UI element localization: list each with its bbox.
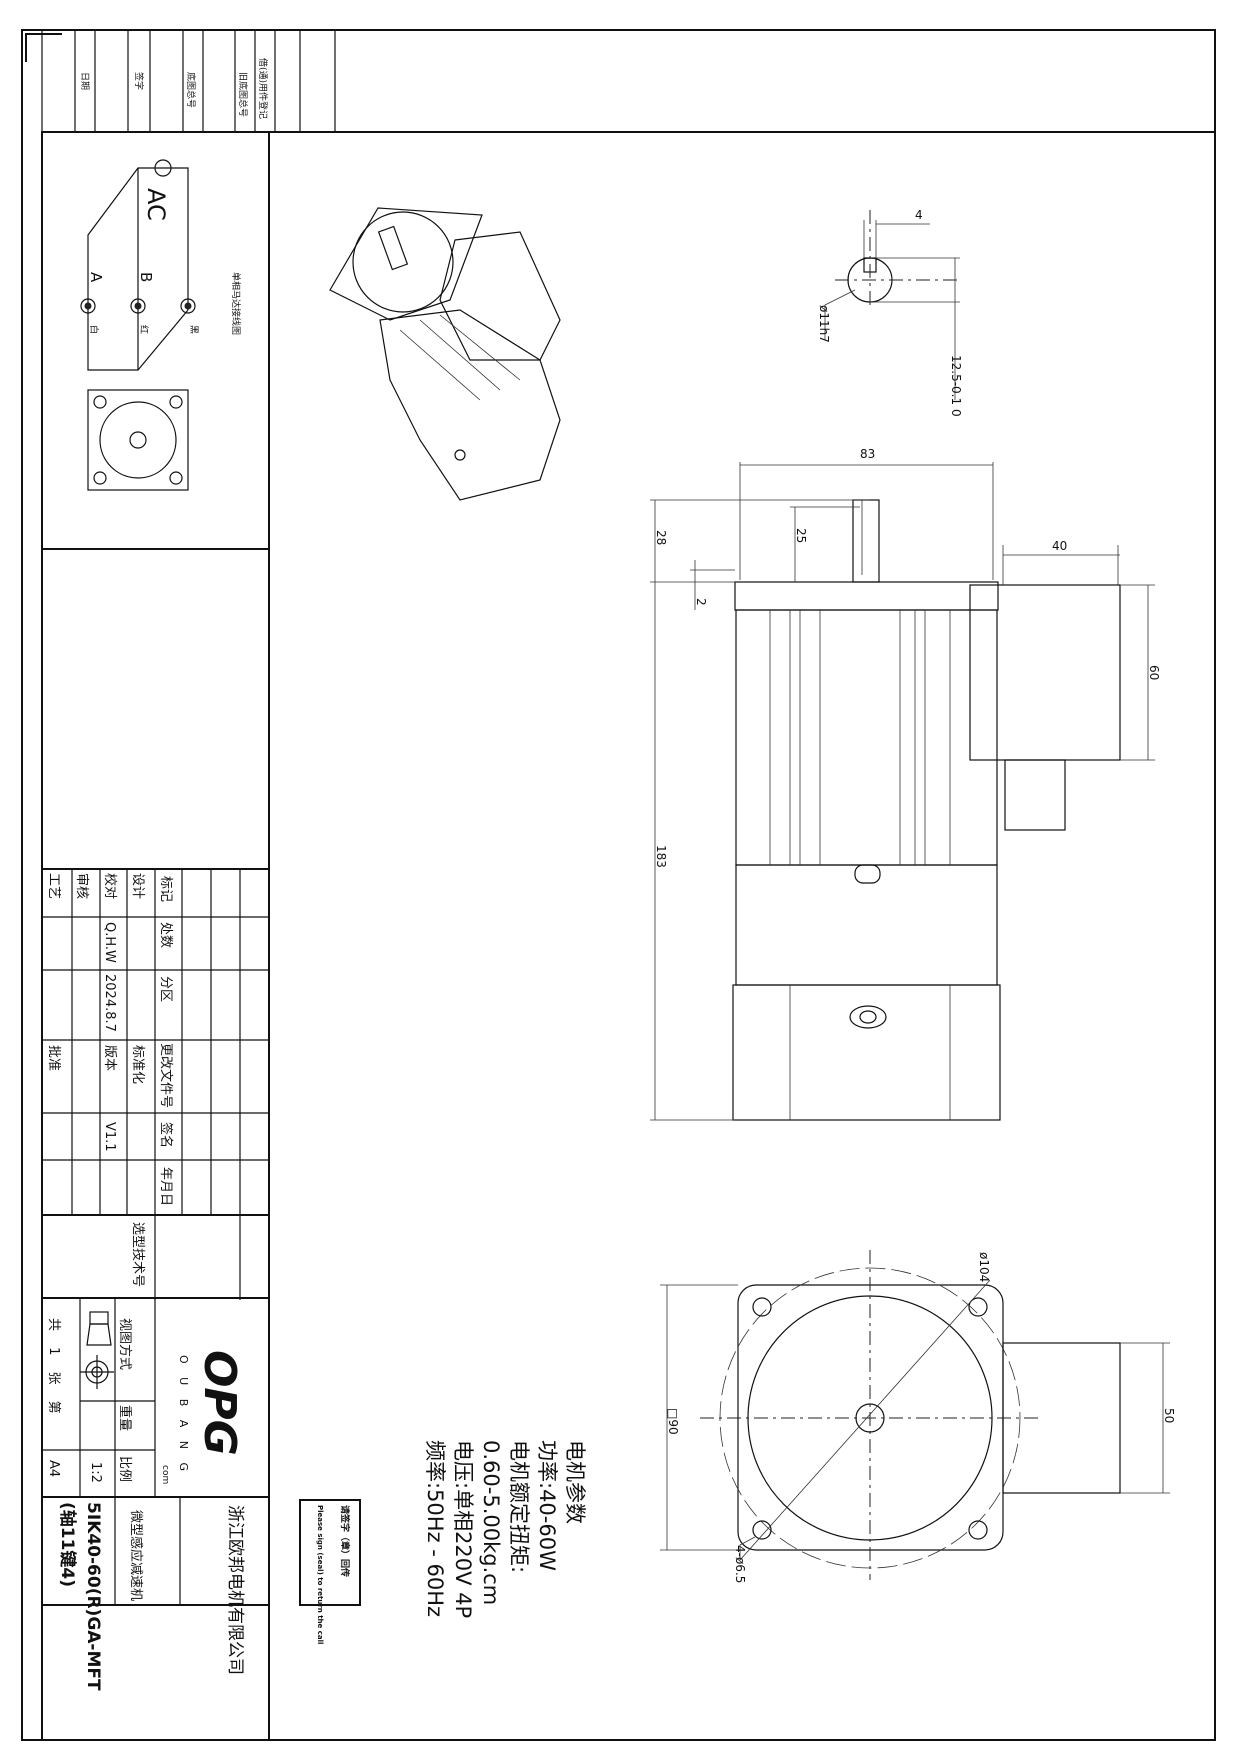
label-design: 设计: [130, 873, 145, 899]
return-instruction-en: Please sign (seal) to return the call: [316, 1505, 324, 1644]
dim-square: □90: [666, 1408, 680, 1435]
dim-mount-holes: 4-ø6.5: [733, 1545, 747, 1583]
isometric-motor-view: [329, 207, 561, 501]
label-date: 日期: [79, 72, 90, 90]
label-mark: 标记: [158, 876, 173, 902]
label-count: 处数: [158, 922, 173, 948]
ac-label: AC: [142, 188, 170, 221]
param-torque-label: 电机额定扭矩:: [507, 1440, 531, 1573]
terminal-b-label: B: [137, 272, 155, 282]
label-weight: 重量: [117, 1405, 133, 1431]
shaft-section-detail: 4 12.5-0.1 0 ø11h7: [817, 208, 963, 417]
label-base-no: 底图总号: [185, 72, 197, 108]
params-title: 电机参数: [563, 1440, 587, 1524]
label-zone: 分区: [158, 976, 173, 1002]
dim-key-depth: 12.5-0.1 0: [949, 355, 963, 417]
version-value: V1.1: [102, 1122, 117, 1152]
label-ymd: 年月日: [158, 1167, 173, 1206]
projection-symbol-icon: [80, 1311, 114, 1389]
label-check: 校对: [102, 873, 118, 899]
label-selection-no: 选型技术号: [130, 1222, 145, 1287]
wire-black: 黑: [188, 325, 199, 334]
dim-shaft-length: 28: [654, 530, 668, 545]
paper-size: A4: [46, 1460, 61, 1477]
logo-subtitle: O U B A N G: [177, 1355, 190, 1476]
dim-body-width: 83: [860, 447, 875, 461]
label-shared-reg: 借(通)用件登记: [257, 58, 269, 119]
check-date: 2024.8.7: [102, 974, 117, 1032]
corner-mark: [25, 33, 62, 62]
sheet-border: [21, 29, 1216, 1741]
checker-name: Q.H.W: [102, 922, 117, 963]
motor-side-view: 83 28 183 25 2 40 60: [650, 447, 1161, 1121]
model-subtitle: (轴11键4): [57, 1502, 78, 1587]
wiring-diagram: AC A B 白 红 黑 单相马达接线图: [80, 159, 242, 491]
dim-circle: ø104: [977, 1252, 991, 1282]
company-logo: OPG: [194, 1350, 245, 1456]
return-instruction-cn: 请签字（章）回传: [339, 1505, 351, 1577]
left-panel: [41, 131, 270, 1741]
dim-box-height: 60: [1147, 665, 1161, 680]
label-signature: 签字: [133, 72, 145, 90]
label-view-mode: 视图方式: [117, 1318, 133, 1370]
label-process: 工艺: [46, 873, 61, 899]
motor-end-view: □90 ø104 50 4-ø6.5: [660, 1250, 1176, 1583]
label-change-doc: 更改文件号: [158, 1043, 173, 1108]
logo-com: com: [160, 1465, 170, 1484]
param-voltage: 电压:单相220V 4P: [451, 1440, 475, 1618]
dim-box-width: 40: [1052, 539, 1067, 553]
title-block: 标记 处数 分区 更改文件号 签名 年月日 设计 校对 Q.H.W 2024.8…: [42, 868, 269, 1691]
dim-key-length: 25: [794, 528, 808, 543]
drawing-frame: [41, 131, 1216, 1741]
label-version: 版本: [102, 1045, 117, 1071]
wiring-title: 单相马达接线图: [230, 272, 242, 335]
param-torque: 0.60-5.00kg.cm: [479, 1440, 503, 1605]
wire-white: 白: [88, 325, 100, 334]
dim-shaft-diameter: ø11h7: [817, 305, 831, 343]
label-old-base-no: 旧底图总号: [237, 72, 249, 117]
return-sign-box: [299, 1499, 361, 1606]
label-review: 审核: [74, 873, 89, 899]
param-power: 功率:40-60W: [535, 1440, 559, 1571]
dim-total-length: 183: [654, 845, 668, 868]
label-standard: 标准化: [130, 1045, 145, 1084]
scale-value: 1:2: [88, 1462, 103, 1483]
label-approve: 批准: [46, 1045, 61, 1071]
label-scale: 比例: [117, 1456, 132, 1482]
label-sign: 签名: [158, 1122, 174, 1148]
motor-parameters: 电机参数 功率:40-60W 电机额定扭矩: 0.60-5.00kg.cm 电压…: [423, 1440, 587, 1618]
company-name: 浙江欧邦电机有限公司: [225, 1505, 245, 1675]
terminal-a-label: A: [87, 272, 105, 283]
model-number: 5IK40-60(R)GA-MFT: [83, 1502, 103, 1691]
sheet-count: 共 1 张 第: [46, 1318, 61, 1420]
product-name: 微型感应减速机: [128, 1510, 144, 1601]
dim-box-side: 50: [1162, 1408, 1176, 1423]
wire-red: 红: [138, 325, 150, 334]
param-frequency: 频率:50Hz - 60Hz: [423, 1440, 447, 1617]
top-strip: 日期 签字 底图总号 旧底图总号 借(通)用件登记: [41, 30, 336, 132]
dim-step: 2: [694, 598, 708, 606]
dim-key-width: 4: [915, 208, 923, 222]
